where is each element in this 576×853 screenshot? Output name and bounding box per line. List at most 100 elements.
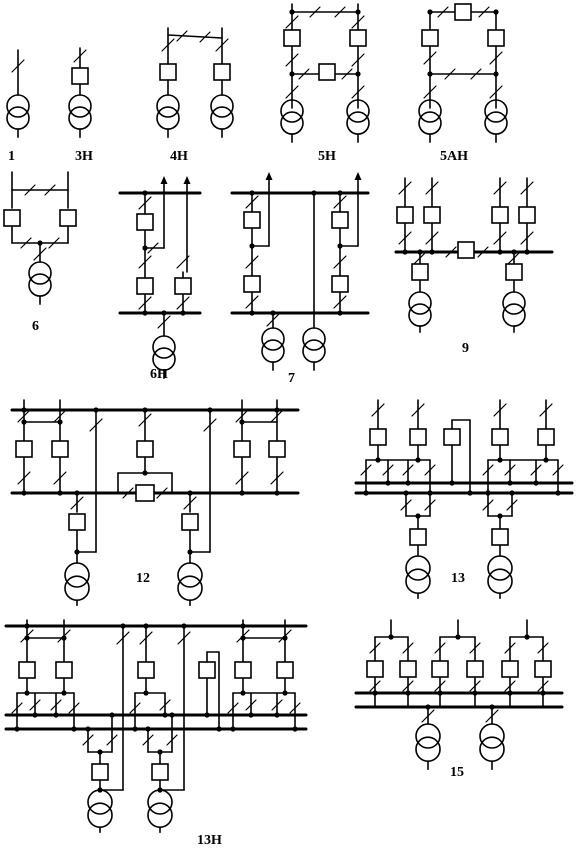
junction-dot (507, 480, 513, 486)
junction-dot (248, 712, 254, 718)
transformer-winding (502, 303, 526, 327)
junction-dot (204, 712, 210, 718)
disconnector-tick (333, 195, 347, 209)
junction-dot (85, 726, 91, 732)
junction-dot (181, 623, 187, 629)
junction-dot (467, 490, 473, 496)
junction-dot (402, 249, 408, 255)
junction-dot (493, 71, 499, 77)
disconnector-tick (424, 464, 436, 476)
disconnector-tick (482, 499, 494, 511)
junction-dot (509, 490, 515, 496)
breaker-box (15, 440, 33, 458)
disconnector-tick (537, 680, 549, 692)
transformer-winding (147, 802, 173, 829)
transformer-winding (6, 94, 30, 118)
disconnector-tick (166, 734, 178, 746)
label-scheme-3h: 3H (75, 149, 93, 164)
junction-dot (207, 407, 213, 413)
disconnector-tick (398, 231, 412, 245)
disconnector-tick (537, 642, 549, 654)
junction-dot (109, 712, 115, 718)
breaker-box (136, 277, 154, 295)
transformer-winding (177, 562, 203, 588)
disconnector-tick (530, 464, 542, 476)
scheme-6 (3, 171, 77, 305)
junction-dot (53, 712, 59, 718)
transformer-winding (408, 291, 432, 315)
breaker-box (243, 211, 261, 229)
breaker-box (135, 484, 155, 502)
junction-dot (555, 490, 561, 496)
breaker-box (491, 528, 509, 546)
transformer-winding (6, 106, 30, 130)
breaker-box (501, 660, 519, 678)
transformer-winding (415, 736, 441, 763)
transformer-winding (418, 99, 442, 123)
label-scheme-13h: 13H (197, 833, 222, 848)
disconnector-tick (50, 699, 62, 711)
disconnector-tick (477, 246, 489, 258)
scheme-7 (230, 172, 370, 371)
breaker-box (71, 67, 89, 85)
disconnector-tick (142, 734, 154, 746)
breaker-box (3, 209, 21, 227)
junction-dot (93, 407, 99, 413)
disconnector-tick (437, 6, 449, 18)
disconnector-tick (402, 680, 414, 692)
breaker-box (331, 211, 349, 229)
junction-dot (429, 249, 435, 255)
transformer-winding (152, 335, 176, 359)
disconnector-tick (138, 255, 152, 269)
transformer-winding (484, 111, 508, 135)
transformer-winding (156, 94, 180, 118)
disconnector-tick (285, 15, 299, 29)
disconnector-tick (489, 85, 503, 99)
disconnector-tick (266, 313, 280, 327)
breaker-box (136, 440, 154, 458)
disconnector-tick (159, 699, 171, 711)
disconnector-tick (334, 6, 346, 18)
label-scheme-5h: 5H (318, 149, 336, 164)
breaker-box (409, 428, 427, 446)
junction-dot (449, 480, 455, 486)
transformer-winding (280, 99, 304, 123)
transformer-winding (405, 568, 431, 595)
junction-dot (24, 623, 30, 629)
transformer-winding (479, 723, 505, 749)
disconnector-tick (493, 181, 507, 195)
breaker-box (537, 428, 555, 446)
junction-dot (337, 190, 343, 196)
disconnector-tick (489, 51, 503, 65)
junction-dot (21, 419, 27, 425)
disconnector-tick (245, 295, 259, 309)
breaker-box (268, 440, 286, 458)
label-scheme-9: 9 (462, 341, 469, 356)
scheme-3h (68, 47, 92, 138)
breaker-box (369, 428, 387, 446)
disconnector-tick (369, 680, 381, 692)
breaker-box (411, 263, 429, 281)
junction-dot (289, 71, 295, 77)
disconnector-tick (68, 702, 80, 714)
junction-dot (71, 726, 77, 732)
disconnector-tick (333, 295, 347, 309)
disconnector-tick (176, 30, 188, 42)
label-scheme-6h: 6H (150, 367, 168, 382)
junction-dot (161, 310, 167, 316)
breaker-box (51, 440, 69, 458)
disconnector-tick (147, 242, 159, 254)
transformer-winding (346, 99, 370, 123)
scheme-1 (6, 49, 30, 138)
disconnector-tick (411, 403, 425, 417)
breaker-box (213, 63, 231, 81)
transformer-winding (418, 111, 442, 135)
disconnector-tick (215, 38, 229, 52)
disconnector-tick (245, 255, 259, 269)
disconnector-tick (434, 642, 446, 654)
disconnector-tick (469, 680, 481, 692)
scheme-12 (10, 399, 300, 607)
junction-dot (427, 71, 433, 77)
disconnector-tick (425, 181, 439, 195)
junction-dot (405, 480, 411, 486)
